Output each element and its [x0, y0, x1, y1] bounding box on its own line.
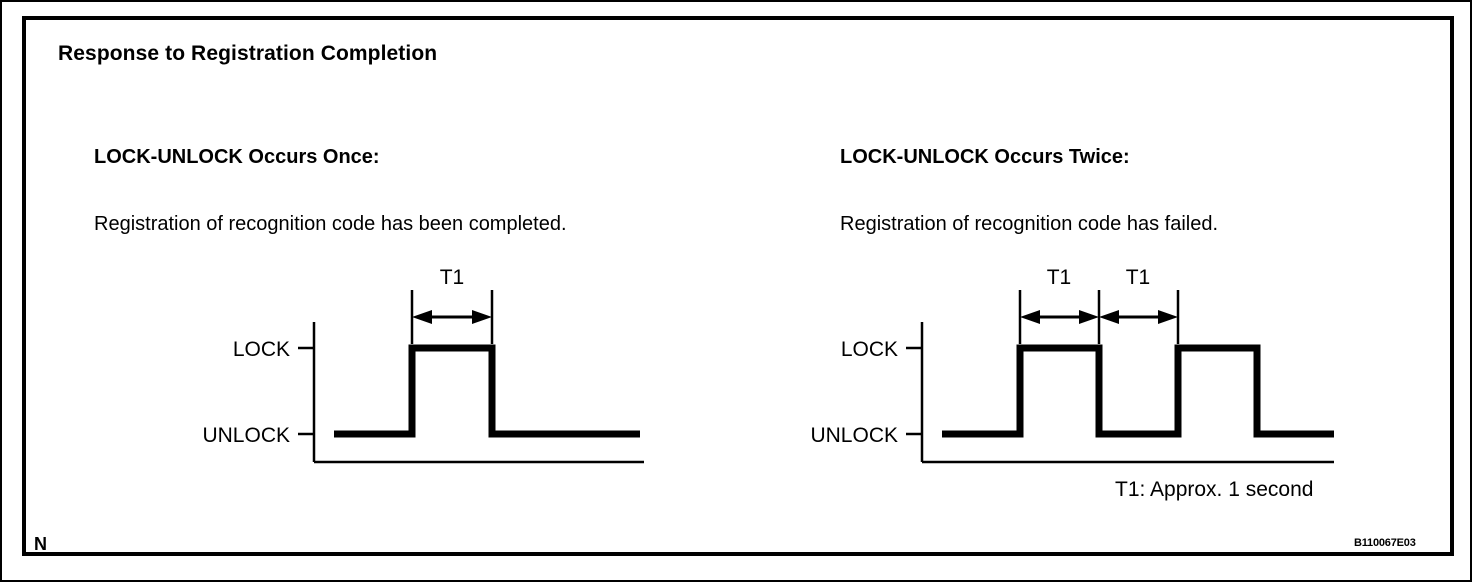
footnote-t1: T1: Approx. 1 second — [1115, 478, 1314, 501]
dim-arrowhead-second-right — [1158, 310, 1178, 324]
axis-label-lock: LOCK — [233, 338, 290, 361]
axis-label-unlock: UNLOCK — [810, 424, 898, 447]
column-heading-once: LOCK-UNLOCK Occurs Once: — [94, 146, 380, 168]
waveform-chart-once: LOCK UNLOCK T1 — [152, 264, 652, 479]
corner-mark: N — [34, 534, 47, 554]
dim-arrowhead-left — [412, 310, 432, 324]
reference-code: B110067E03 — [1354, 537, 1416, 549]
column-heading-twice: LOCK-UNLOCK Occurs Twice: — [840, 146, 1130, 168]
axis-label-lock: LOCK — [841, 338, 898, 361]
waveform-trace — [334, 344, 640, 438]
dim-arrowhead-right — [472, 310, 492, 324]
axis-label-unlock: UNLOCK — [202, 424, 290, 447]
waveform-chart-twice: LOCK UNLOCK T1 T1 — [760, 264, 1360, 479]
dim-label-t1: T1 — [440, 266, 465, 289]
dim-arrowhead-first-left — [1020, 310, 1040, 324]
figure-border — [22, 16, 1454, 556]
page-title: Response to Registration Completion — [58, 42, 438, 65]
dim-arrowhead-first-right — [1079, 310, 1099, 324]
waveform-trace — [942, 344, 1334, 438]
column-description-once: Registration of recognition code has bee… — [94, 213, 567, 235]
dim-label-t1-second: T1 — [1126, 266, 1151, 289]
dim-label-t1-first: T1 — [1047, 266, 1072, 289]
dim-arrowhead-second-left — [1099, 310, 1119, 324]
column-description-twice: Registration of recognition code has fai… — [840, 213, 1219, 235]
